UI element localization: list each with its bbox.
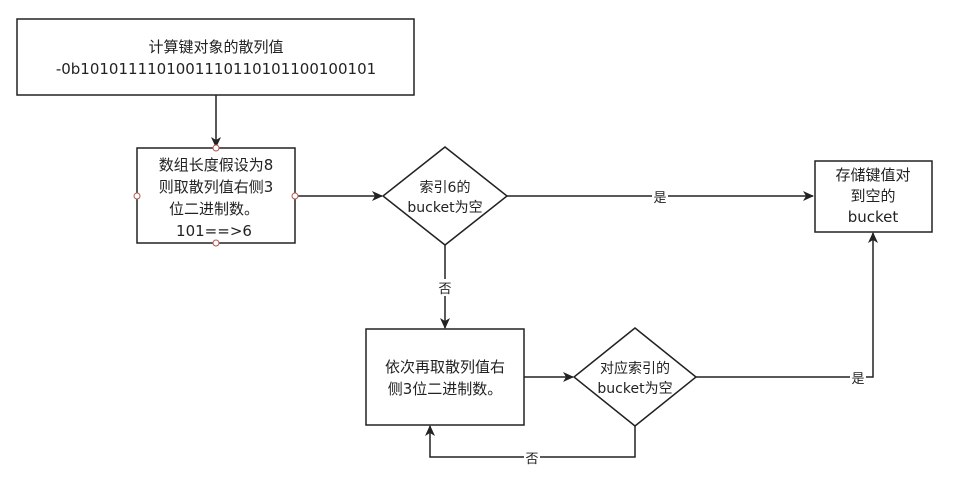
node-bucket6-diamond bbox=[381, 146, 509, 246]
node-store-line-3: bucket bbox=[848, 208, 899, 226]
node-next-line-1: 依次再取散列值右 bbox=[385, 358, 505, 376]
node-hash-line-1: 计算键对象的散列值 bbox=[148, 38, 283, 56]
node-length-line-4: 101==>6 bbox=[176, 222, 252, 240]
edge-label-no-1: 否 bbox=[438, 282, 451, 297]
anchor-right[interactable] bbox=[291, 192, 299, 200]
node-bucketN-line-2: bucket为空 bbox=[597, 381, 672, 397]
node-store[interactable]: 存储键值对 到空的 bucket bbox=[814, 160, 933, 233]
node-next-line-2: 侧3位二进制数。 bbox=[388, 380, 503, 398]
node-length[interactable]: 数组长度假设为8 则取散列值右侧3 位二进制数。 101==>6 bbox=[133, 144, 299, 247]
node-bucket6[interactable]: 索引6的 bucket为空 bbox=[381, 146, 509, 246]
node-next-box bbox=[365, 328, 525, 426]
edges bbox=[211, 95, 878, 458]
edge-labels: 是 否 是 否 bbox=[437, 188, 866, 467]
node-bucketN[interactable]: 对应索引的 bucket为空 bbox=[572, 327, 698, 427]
anchor-bottom[interactable] bbox=[212, 239, 220, 247]
node-store-line-2: 到空的 bbox=[850, 187, 895, 205]
node-hash-box bbox=[16, 18, 415, 96]
node-bucketN-diamond bbox=[572, 327, 698, 427]
node-length-line-3: 位二进制数。 bbox=[169, 200, 259, 218]
node-bucket6-line-2: bucket为空 bbox=[407, 200, 482, 216]
node-store-box bbox=[814, 160, 933, 233]
node-bucket6-line-1: 索引6的 bbox=[420, 179, 471, 196]
node-hash[interactable]: 计算键对象的散列值 -0b101011110100111011010110010… bbox=[16, 18, 415, 96]
edge-label-yes-2: 是 bbox=[851, 372, 864, 387]
node-bucketN-line-1: 对应索引的 bbox=[600, 360, 670, 377]
node-next[interactable]: 依次再取散列值右 侧3位二进制数。 bbox=[365, 328, 525, 426]
node-store-line-1: 存储键值对 bbox=[835, 166, 910, 184]
node-length-line-1: 数组长度假设为8 bbox=[159, 156, 274, 174]
edge-label-no-2: 否 bbox=[525, 452, 538, 467]
edge-label-yes-1: 是 bbox=[653, 191, 666, 206]
anchor-top[interactable] bbox=[212, 144, 220, 152]
anchor-left[interactable] bbox=[133, 192, 141, 200]
node-length-line-2: 则取散列值右侧3 bbox=[159, 178, 274, 196]
node-hash-line-2: -0b1010111101001110110101100100101 bbox=[56, 60, 376, 78]
edge-bucketN-to-store bbox=[695, 232, 878, 378]
